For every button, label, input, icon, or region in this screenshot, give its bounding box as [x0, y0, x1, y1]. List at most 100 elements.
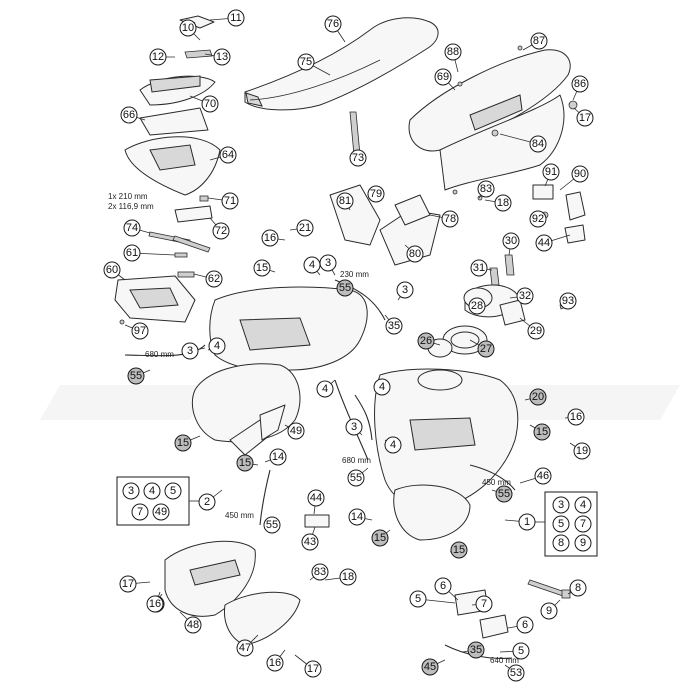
callout-number: 16	[269, 657, 281, 669]
group-2-item: 5	[170, 485, 176, 497]
callout-bubble	[385, 317, 403, 335]
callout-number: 79	[370, 188, 382, 200]
group-2-item: 7	[137, 506, 143, 518]
callout-46: 46	[519, 467, 552, 485]
callout-number: 16	[264, 232, 276, 244]
callout-number: 62	[208, 273, 220, 285]
callout-80: 80	[404, 244, 424, 263]
callout-number: 93	[562, 295, 574, 307]
callout-bubble	[559, 292, 577, 310]
callout-5: 5	[409, 590, 456, 608]
callout-bubble	[530, 32, 548, 50]
callout-number: 66	[123, 109, 135, 121]
callout-number: 80	[409, 248, 421, 260]
callout-number: 4	[214, 340, 220, 352]
callout-44: 44	[535, 234, 571, 252]
callout-bubble	[263, 516, 281, 534]
callout-21: 21	[289, 219, 314, 237]
callout-bubble	[384, 436, 402, 454]
callout-4: 4	[207, 337, 226, 355]
callout-bubble	[127, 367, 145, 385]
callout-16: 16	[261, 229, 286, 247]
callout-3: 3	[181, 342, 206, 360]
callout-number: 16	[570, 411, 582, 423]
callout-11: 11	[209, 9, 245, 27]
callout-bubble	[576, 109, 594, 127]
callout-number: 7	[481, 598, 487, 610]
callout-number: 4	[322, 383, 328, 395]
group-2-item: 4	[149, 485, 155, 497]
note-length-2: 2x 116,9 mm	[108, 202, 154, 211]
callout-bubble	[540, 602, 558, 620]
callout-19: 19	[569, 442, 591, 460]
callout-bubble	[311, 563, 329, 581]
callout-bubble	[569, 579, 587, 597]
callout-bubble	[123, 219, 141, 237]
callout-26: 26	[417, 332, 441, 350]
callout-number: 55	[498, 488, 510, 500]
callout-3: 3	[396, 281, 414, 301]
note-length-5: 680 mm	[342, 456, 371, 465]
note-length-1: 1x 210 mm	[108, 192, 148, 201]
callout-number: 4	[390, 439, 396, 451]
callout-number: 21	[299, 222, 311, 234]
callout-31: 31	[470, 259, 493, 277]
callout-bubble	[236, 639, 254, 657]
callout-bubble	[131, 322, 149, 340]
callout-5: 5	[499, 642, 530, 660]
callout-number: 69	[437, 71, 449, 83]
callout-bubble	[467, 641, 485, 659]
callout-number: 12	[152, 51, 164, 63]
group-1-item: 7	[580, 518, 586, 530]
callout-43: 43	[301, 526, 319, 551]
callout-35: 35	[461, 641, 485, 659]
note-length-4: 680 mm	[145, 350, 174, 359]
callout-bubble	[495, 485, 513, 503]
callout-bubble	[507, 664, 525, 682]
callout-87: 87	[522, 32, 548, 51]
callout-bubble	[348, 508, 366, 526]
callout-17: 17	[573, 107, 594, 127]
callout-30: 30	[502, 232, 520, 256]
callout-bubble	[287, 422, 305, 440]
callout-bubble	[339, 568, 357, 586]
callout-bubble	[181, 342, 199, 360]
group-box-2: 3 4 5 7 49	[116, 476, 200, 526]
callout-bubble	[227, 9, 245, 27]
callout-number: 3	[402, 284, 408, 296]
callout-number: 15	[239, 457, 251, 469]
callout-number: 4	[379, 381, 385, 393]
right-fuel-tank	[374, 368, 519, 541]
note-length-7: 450 mm	[225, 511, 254, 520]
callout-bubble	[269, 448, 287, 466]
callout-number: 14	[351, 511, 363, 523]
callout-64: 64	[209, 146, 237, 164]
callout-bubble	[409, 590, 427, 608]
callout-number: 47	[239, 642, 251, 654]
group-1-item: 5	[558, 518, 564, 530]
callout-number: 81	[339, 195, 351, 207]
callout-number: 86	[574, 78, 586, 90]
callout-4: 4	[373, 378, 391, 396]
callout-bubble	[253, 259, 271, 277]
callout-bubble	[396, 281, 414, 299]
callout-bubble	[174, 434, 192, 452]
callout-bubble	[198, 493, 216, 511]
callout-bubble	[529, 210, 547, 228]
callout-number: 17	[307, 663, 319, 675]
callout-bubble	[212, 222, 230, 240]
callout-number: 17	[122, 578, 134, 590]
callout-75: 75	[297, 53, 331, 76]
left-fuel-tank	[191, 286, 368, 456]
callout-bubble	[518, 513, 536, 531]
callout-bubble	[266, 654, 284, 672]
callout-55: 55	[347, 467, 369, 487]
callout-number: 5	[415, 593, 421, 605]
callout-bubble	[367, 185, 385, 203]
note-length-6: 450 mm	[482, 478, 511, 487]
callout-bubble	[434, 68, 452, 86]
callout-55: 55	[336, 279, 354, 297]
callout-number: 2	[204, 496, 210, 508]
callout-bubble	[149, 48, 167, 66]
callout-3: 3	[319, 254, 337, 276]
